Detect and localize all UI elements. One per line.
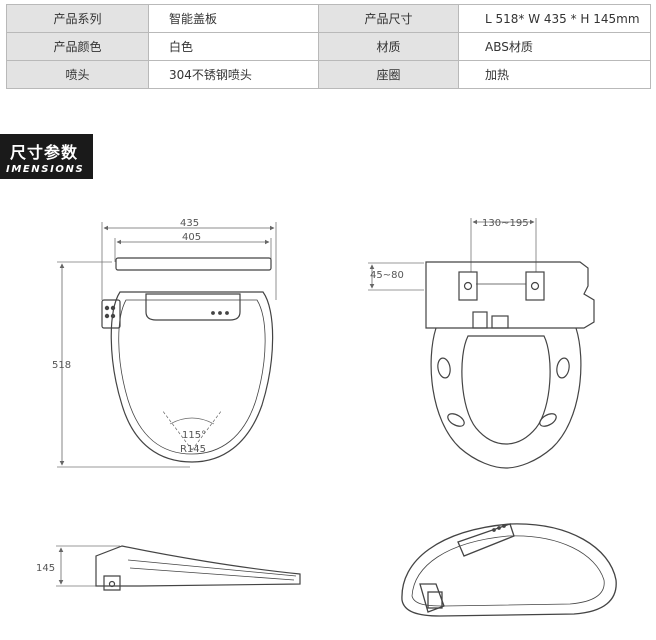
- spec-row: 产品系列 智能盖板 产品尺寸 L 518* W 435 * H 145mm: [6, 4, 651, 33]
- spec-label: 产品颜色: [6, 32, 149, 61]
- dim-angle: 115°: [182, 430, 206, 441]
- dim-top-outer: 435: [180, 218, 199, 229]
- spec-row: 产品颜色 白色 材质 ABS材质: [6, 32, 651, 61]
- section-subtitle: IMENSIONS: [6, 164, 85, 175]
- bottom-view-drawing: [368, 218, 595, 469]
- top-view-drawing: [57, 222, 277, 468]
- dim-mount-spacing: 130~195: [482, 218, 529, 229]
- spec-row: 喷头 304不锈钢喷头 座圈 加热: [6, 60, 651, 89]
- side-view-drawing: [56, 545, 301, 591]
- dim-mount-offset: 45~80: [370, 270, 404, 281]
- dim-length: 518: [52, 360, 71, 371]
- spec-value: ABS材质: [458, 32, 651, 61]
- spec-value: 加热: [458, 60, 651, 89]
- spec-label: 座圈: [318, 60, 459, 89]
- section-title: 尺寸参数: [10, 143, 79, 162]
- dim-radius: R145: [180, 444, 206, 455]
- section-title-block: 尺寸参数 IMENSIONS: [0, 134, 93, 179]
- spec-label: 喷头: [6, 60, 149, 89]
- dim-height: 145: [36, 563, 55, 574]
- spec-value: L 518* W 435 * H 145mm: [458, 4, 651, 33]
- spec-value: 白色: [148, 32, 319, 61]
- spec-label: 材质: [318, 32, 459, 61]
- perspective-view-drawing: [401, 523, 617, 617]
- dim-top-inner: 405: [182, 232, 201, 243]
- spec-table: 产品系列 智能盖板 产品尺寸 L 518* W 435 * H 145mm 产品…: [6, 4, 651, 89]
- spec-value: 304不锈钢喷头: [148, 60, 319, 89]
- spec-label: 产品系列: [6, 4, 149, 33]
